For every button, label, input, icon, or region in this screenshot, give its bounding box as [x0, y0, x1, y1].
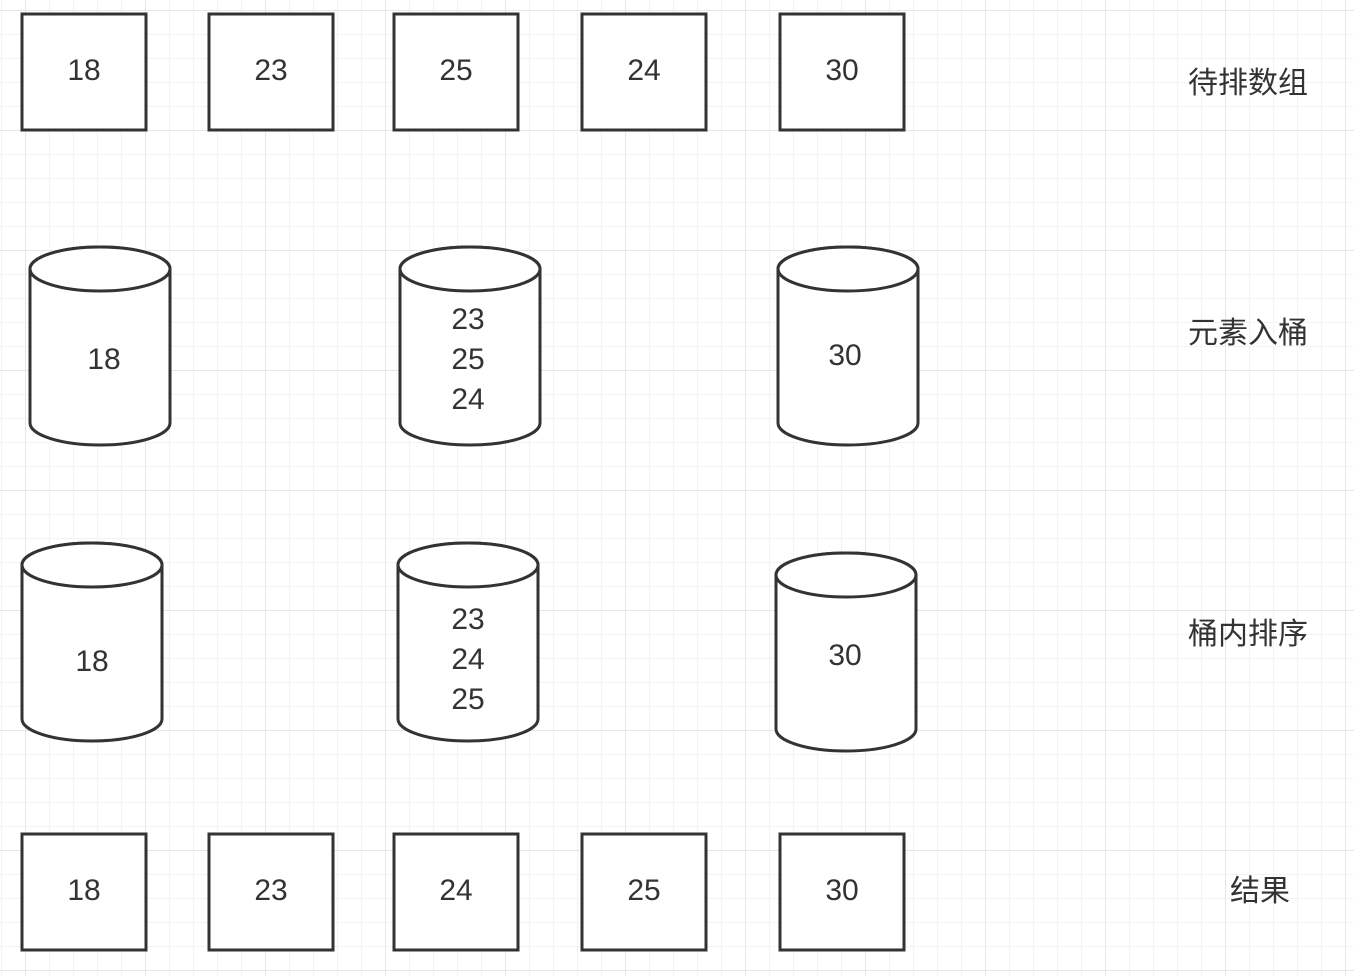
result-box-value: 18: [67, 874, 100, 907]
input-box-value: 23: [254, 54, 287, 87]
bucket-value: 30: [828, 639, 861, 672]
result-box: 23: [207, 832, 335, 952]
input-box: 23: [207, 12, 335, 132]
result-box-value: 25: [627, 874, 660, 907]
bucket-fill-row: 18 23 25 24 30: [28, 245, 920, 447]
bucket-value: 30: [828, 339, 861, 372]
bucket-cylinder: 18: [28, 245, 172, 447]
bucket-value: 18: [87, 343, 120, 376]
input-box-value: 30: [825, 54, 858, 87]
result-box: 18: [20, 832, 148, 952]
input-box: 25: [392, 12, 520, 132]
result-box: 30: [778, 832, 906, 952]
result-box-value: 30: [825, 874, 858, 907]
input-box: 18: [20, 12, 148, 132]
result-box: 24: [392, 832, 520, 952]
bucket-value: 24: [451, 643, 484, 676]
bucket-sort-row: 18 23 24 25 30: [20, 541, 918, 753]
bucket-cylinder: 30: [776, 245, 920, 447]
bucket-cylinder: 23 24 25: [396, 541, 540, 743]
input-box-value: 25: [439, 54, 472, 87]
bucket-value: 23: [451, 303, 484, 336]
input-box: 30: [778, 12, 906, 132]
bucket-value: 25: [451, 343, 484, 376]
input-box-value: 24: [627, 54, 660, 87]
bucket-cylinder: 30: [774, 551, 918, 753]
input-box-value: 18: [67, 54, 100, 87]
input-box: 24: [580, 12, 708, 132]
result-row: 18 23 24 25 30: [20, 832, 906, 952]
row-label-sort-in-bucket: 桶内排序: [1188, 617, 1308, 652]
bucket-value: 24: [451, 383, 484, 416]
bucket-value: 23: [451, 603, 484, 636]
result-box-value: 23: [254, 874, 287, 907]
bucket-cylinder: 23 25 24: [398, 245, 542, 447]
row-label-input-array: 待排数组: [1188, 66, 1308, 101]
result-box-value: 24: [439, 874, 472, 907]
input-array-row: 18 23 25 24 30: [20, 12, 906, 132]
bucket-cylinder: 18: [20, 541, 164, 743]
result-box: 25: [580, 832, 708, 952]
bucket-value: 18: [75, 645, 108, 678]
bucket-value: 25: [451, 683, 484, 716]
row-label-result: 结果: [1230, 874, 1290, 909]
row-label-into-buckets: 元素入桶: [1188, 316, 1308, 351]
